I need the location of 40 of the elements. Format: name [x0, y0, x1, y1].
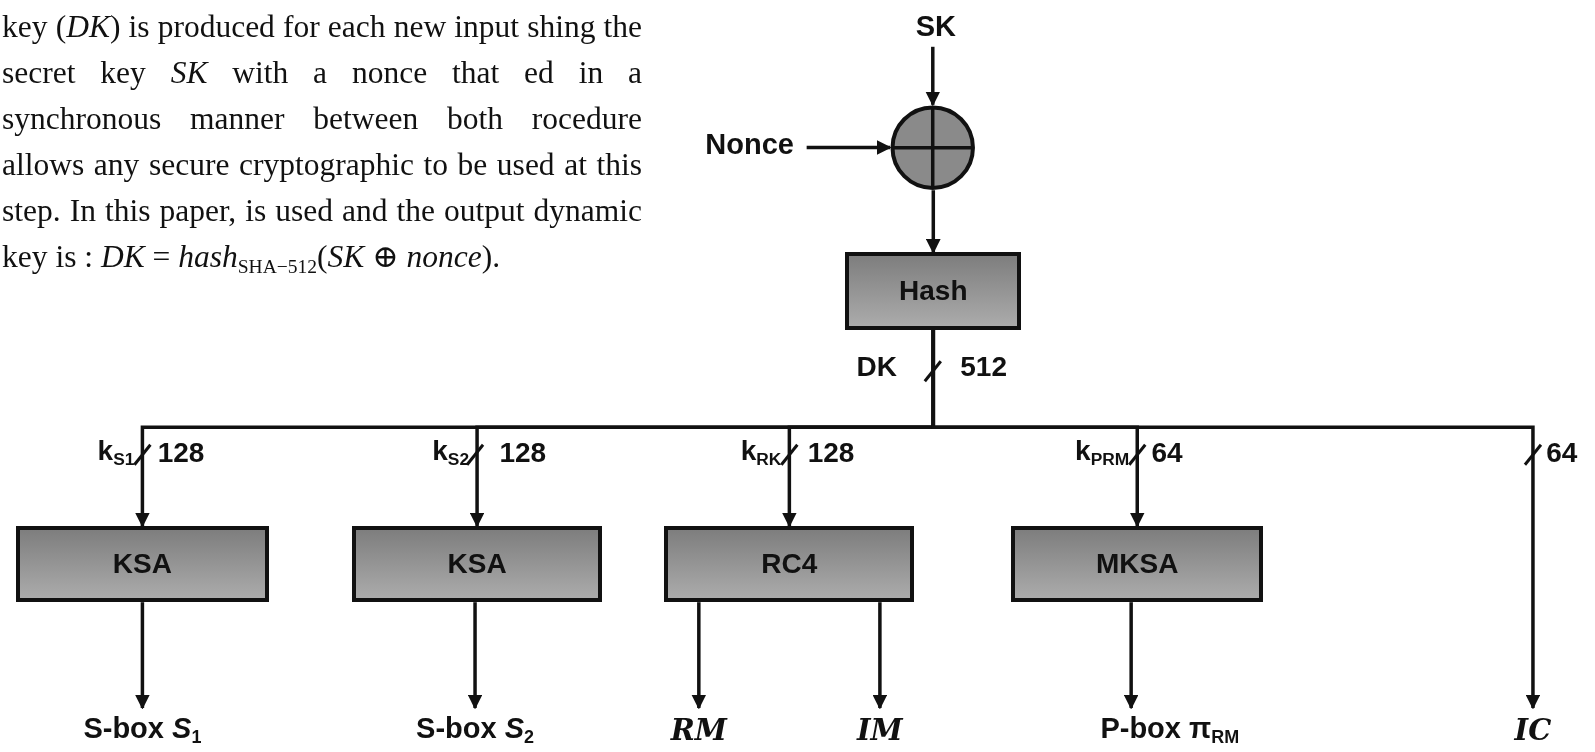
box-label: KSA — [112, 548, 172, 581]
edge-label: k$_{S1}$ — [97, 437, 135, 469]
bit-width-label: 128 — [807, 439, 855, 468]
output-label: S-box S$_{2}$ — [399, 708, 551, 752]
process-box — [16, 525, 269, 603]
input-label: Nonce — [692, 122, 807, 167]
arrow — [872, 602, 888, 710]
arrow — [467, 602, 483, 710]
process-box — [664, 525, 915, 603]
arrow — [135, 602, 150, 710]
paragraph: key (DK) is produced for each new input shing the secret key SK with a nonce that ed in a synchronous manner between both rocedure allows any secure cryptographic to be used at this step. In this paper, is used and the output dynamic key is : DK = hash$_{SHA−512}$(SK ⊕ nonce). — [2, 8, 643, 279]
input-label: SK — [903, 6, 969, 47]
output-label: S-box S$_{1}$ — [67, 708, 218, 752]
xor-circle — [890, 104, 976, 191]
process-box — [351, 525, 603, 603]
output-label: RM — [662, 708, 736, 752]
arrow — [925, 46, 941, 107]
edge-label: k$_{PRM}$ — [1075, 437, 1130, 469]
box-label: RC4 — [761, 548, 818, 581]
output-label: P-box π$_{RM}$ — [1076, 708, 1264, 752]
output-label: IM — [845, 708, 915, 752]
arrow — [931, 329, 1541, 710]
box-label: KSA — [447, 548, 507, 581]
arrow — [1123, 602, 1139, 710]
box-label: MKSA — [1096, 548, 1179, 581]
edge-label: k$_{RK}$ — [740, 437, 782, 469]
process-box — [845, 252, 1022, 330]
output-label: IC — [1503, 708, 1563, 752]
bit-width-label: 128 — [157, 439, 205, 468]
bit-width-label: 64 — [1151, 439, 1183, 468]
bit-width-label: 64 — [1546, 439, 1578, 468]
bit-width-label: 128 — [499, 439, 547, 468]
arrow — [806, 140, 892, 155]
bit-width-label: 512 — [960, 352, 1007, 381]
signal-label: DK — [856, 352, 897, 381]
box-label: Hash — [899, 274, 968, 307]
arrow — [691, 602, 707, 710]
process-box — [1011, 525, 1264, 603]
edge-label: k$_{S2}$ — [432, 437, 470, 469]
arrow — [925, 190, 941, 254]
